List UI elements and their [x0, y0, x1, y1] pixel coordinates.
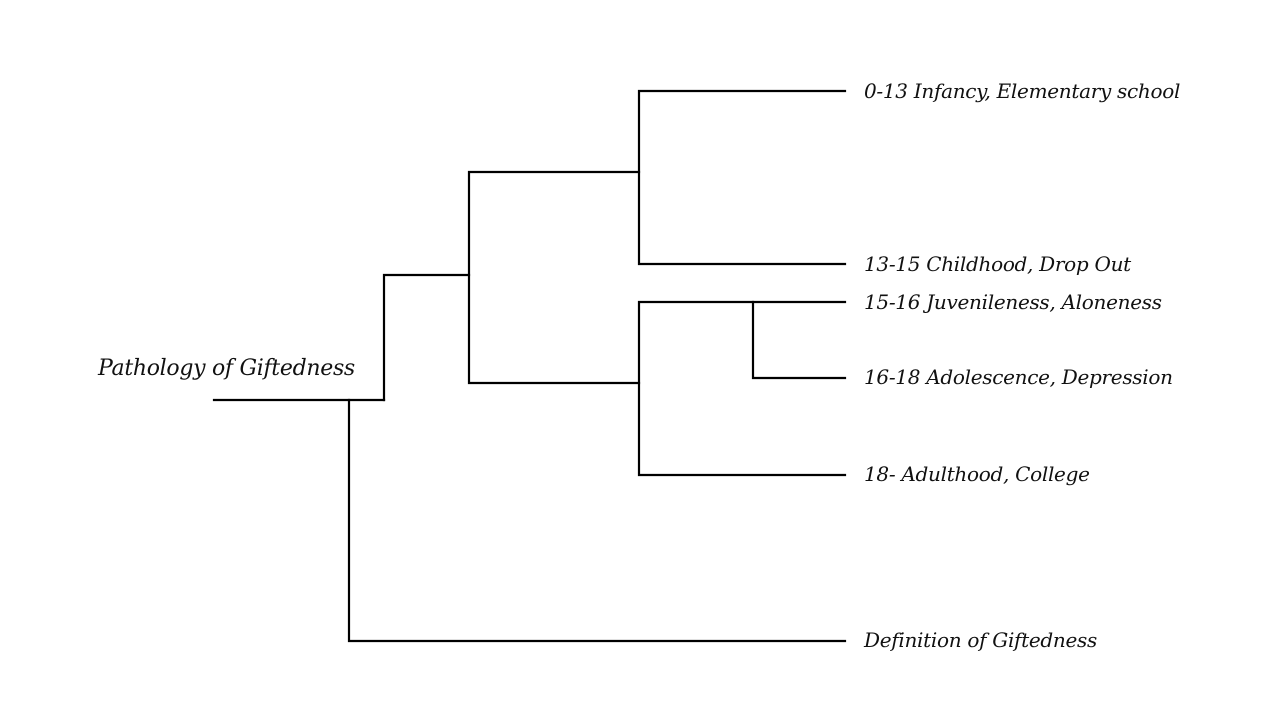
- leaf-label-infancy: 0-13 Infancy, Elementary school: [864, 79, 1181, 103]
- lower-group-fork: [637, 300, 847, 477]
- leaf-label-juvenileness: 15-16 Juvenileness, Aloneness: [864, 290, 1162, 314]
- leaf-label-adulthood: 18- Adulthood, College: [864, 462, 1090, 486]
- upper-pair-fork: [637, 89, 847, 266]
- leaf-label-adolescence: 16-18 Adolescence, Depression: [864, 365, 1173, 389]
- root-fork: [347, 398, 847, 643]
- level1-fork: [382, 273, 471, 402]
- leaf-label-childhood: 13-15 Childhood, Drop Out: [864, 252, 1131, 276]
- nested-fork: [751, 300, 847, 380]
- leaf-label-definition: Definition of Giftedness: [864, 628, 1097, 652]
- root-label: Pathology of Giftedness: [98, 356, 355, 381]
- level2-fork: [467, 170, 641, 385]
